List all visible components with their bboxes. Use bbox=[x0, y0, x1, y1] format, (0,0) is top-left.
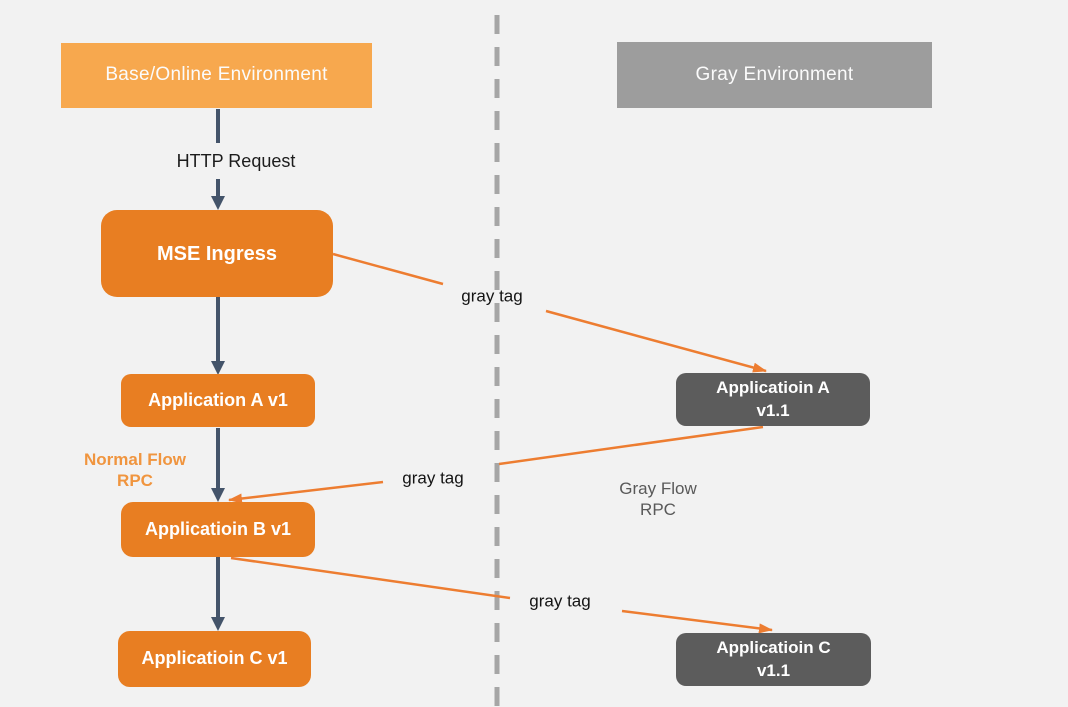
application-c-v1-node: Applicatioin C v1 bbox=[118, 631, 311, 687]
gray-flow-rpc-label-line1: Gray Flow bbox=[619, 478, 697, 498]
gray-tag-label-ingress: gray tag bbox=[461, 286, 523, 306]
gray-arrow-a11-to-b-segment1 bbox=[498, 425, 764, 466]
http-request-arrowhead bbox=[211, 196, 225, 210]
application-a-v11-node: Applicatioin A v1.1 bbox=[676, 373, 870, 426]
gray-arrow-b-to-c11-segment1 bbox=[230, 556, 511, 600]
gray-flow-rpc-label-line2: RPC bbox=[640, 500, 676, 519]
normal-flow-rpc-label: Normal Flow RPC bbox=[84, 449, 186, 492]
application-c-v11-node-label-line2: v1.1 bbox=[756, 660, 791, 680]
application-c-v11-node: Applicatioin C v1.1 bbox=[676, 633, 871, 686]
application-b-v1-node-label: Applicatioin B v1 bbox=[144, 518, 292, 539]
gray-arrow-ingress-to-a11-segment2 bbox=[545, 309, 767, 373]
gray-environment-header: Gray Environment bbox=[617, 42, 932, 108]
mse-ingress-node: MSE Ingress bbox=[101, 210, 333, 297]
application-b-v1-node: Applicatioin B v1 bbox=[121, 502, 315, 557]
application-c-v1-node-label: Applicatioin C v1 bbox=[141, 648, 288, 669]
normal-flow-rpc-label-line2: RPC bbox=[117, 471, 153, 490]
mse-ingress-node-label: MSE Ingress bbox=[156, 242, 278, 265]
gray-arrow-b-to-c11-segment2 bbox=[621, 609, 773, 634]
gray-tag-label-a: gray tag bbox=[402, 468, 464, 488]
application-c-v11-node-label-line1: Applicatioin C bbox=[716, 638, 831, 658]
normal-flow-rpc-label-line1: Normal Flow bbox=[83, 449, 187, 469]
gray-environment-header-label: Gray Environment bbox=[695, 63, 854, 85]
gray-flow-rpc-label: Gray Flow RPC bbox=[619, 478, 696, 521]
gray-tag-label-b: gray tag bbox=[529, 591, 591, 611]
application-a-v11-node-label-line2: v1.1 bbox=[756, 400, 790, 420]
base-environment-header-label: Base/Online Environment bbox=[105, 64, 328, 86]
gray-arrow-a11-to-b-segment2 bbox=[228, 480, 384, 504]
app-a-to-app-b-arrowhead bbox=[211, 488, 225, 502]
application-a-v11-node-label-line1: Applicatioin A bbox=[716, 378, 830, 398]
application-a-v1-node-label: Application A v1 bbox=[148, 389, 288, 410]
gray-arrow-ingress-to-a11-segment1 bbox=[332, 252, 444, 286]
ingress-to-app-a-arrowhead bbox=[211, 361, 225, 375]
base-environment-header: Base/Online Environment bbox=[61, 43, 372, 108]
application-a-v1-node: Application A v1 bbox=[121, 374, 315, 427]
app-b-to-app-c-arrowhead bbox=[211, 617, 225, 631]
http-request-label: HTTP Request bbox=[176, 150, 296, 171]
